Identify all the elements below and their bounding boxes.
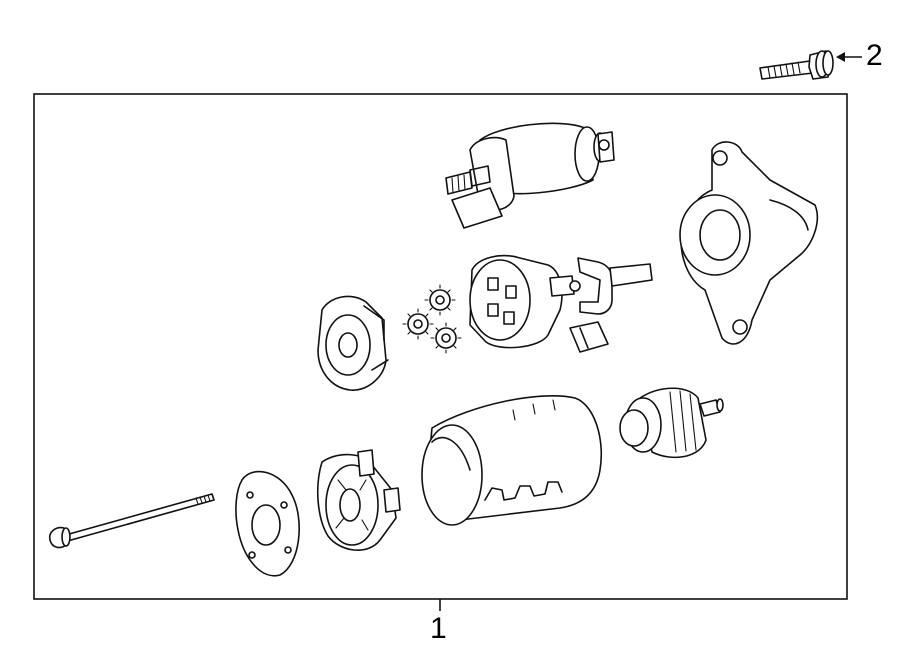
callout-2-arrow bbox=[836, 52, 862, 62]
gear bbox=[424, 284, 456, 316]
callout-number-2: 2 bbox=[866, 39, 883, 72]
end-cover-plate bbox=[235, 470, 300, 577]
mounting-bolt bbox=[759, 50, 834, 80]
gear bbox=[430, 322, 462, 354]
gear-housing bbox=[317, 295, 389, 391]
yoke-frame bbox=[421, 395, 603, 526]
lever-clip bbox=[569, 321, 609, 353]
callout-number-1: 1 bbox=[430, 612, 447, 645]
drive-housing bbox=[679, 141, 819, 345]
commutator-end-frame bbox=[316, 449, 401, 551]
solenoid bbox=[445, 122, 615, 229]
planetary-gears bbox=[402, 284, 462, 354]
gear bbox=[402, 308, 434, 340]
through-bolt bbox=[48, 493, 215, 549]
shift-lever bbox=[577, 257, 653, 315]
armature bbox=[619, 387, 724, 459]
brush-holder bbox=[469, 254, 581, 349]
